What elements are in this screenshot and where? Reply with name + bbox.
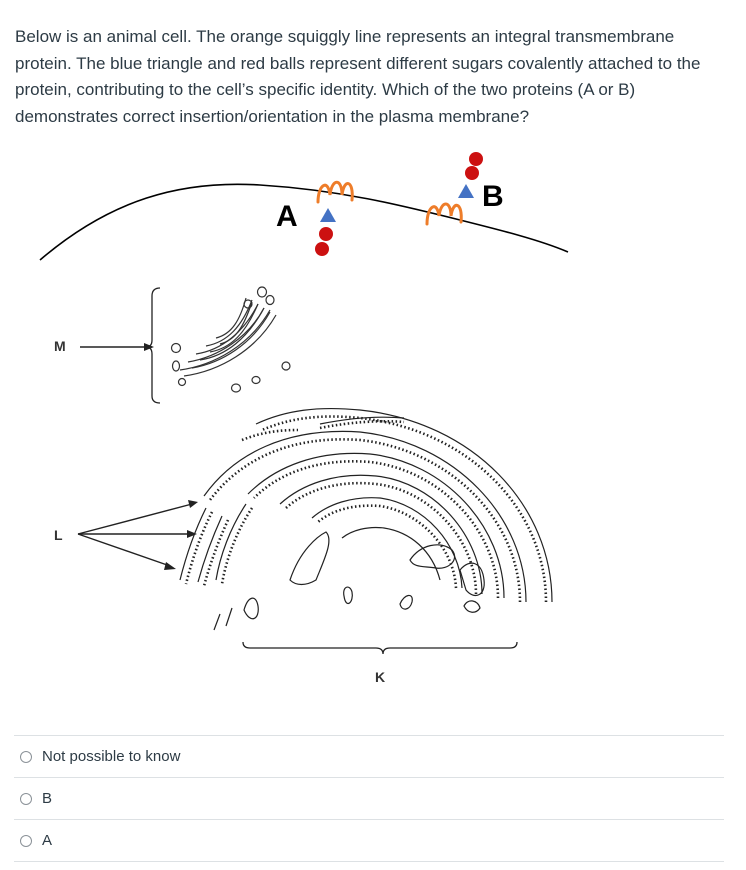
protein-a-sugar-ball-2	[315, 242, 329, 256]
protein-a-label: A	[276, 200, 298, 233]
answer-label: A	[42, 832, 53, 849]
protein-a-sugar-ball-1	[319, 227, 333, 241]
cell-diagram: A B M	[0, 140, 746, 700]
answer-option-b[interactable]: B	[14, 777, 724, 819]
radio-button[interactable]	[20, 792, 32, 805]
label-k: K	[375, 669, 385, 685]
answer-label: B	[42, 790, 53, 807]
protein-b-transmembrane	[425, 202, 463, 226]
arrows-l	[77, 503, 193, 567]
protein-b-sugar-ball-2	[469, 152, 483, 166]
protein-b-sugar-ball-1	[465, 166, 479, 180]
answer-option-not-possible[interactable]: Not possible to know	[14, 735, 724, 777]
radio-button[interactable]	[20, 834, 32, 847]
protein-a: A	[276, 180, 354, 256]
protein-a-transmembrane	[316, 180, 354, 204]
answer-option-a[interactable]: A	[14, 819, 724, 862]
protein-b-label: B	[482, 180, 504, 213]
label-l: L	[54, 527, 63, 543]
bracket-k	[242, 641, 518, 655]
rough-er	[179, 407, 553, 631]
golgi-apparatus	[170, 286, 291, 393]
answer-label: Not possible to know	[42, 748, 181, 765]
bracket-m	[145, 287, 161, 404]
answer-list: Not possible to know B A	[14, 735, 724, 862]
protein-b: B	[425, 152, 504, 226]
question-text: Below is an animal cell. The orange squi…	[15, 27, 701, 126]
radio-button[interactable]	[20, 750, 32, 763]
plasma-membrane	[39, 183, 569, 261]
protein-b-sugar-triangle	[458, 184, 474, 198]
label-m: M	[54, 338, 66, 354]
protein-a-sugar-triangle	[320, 208, 336, 222]
